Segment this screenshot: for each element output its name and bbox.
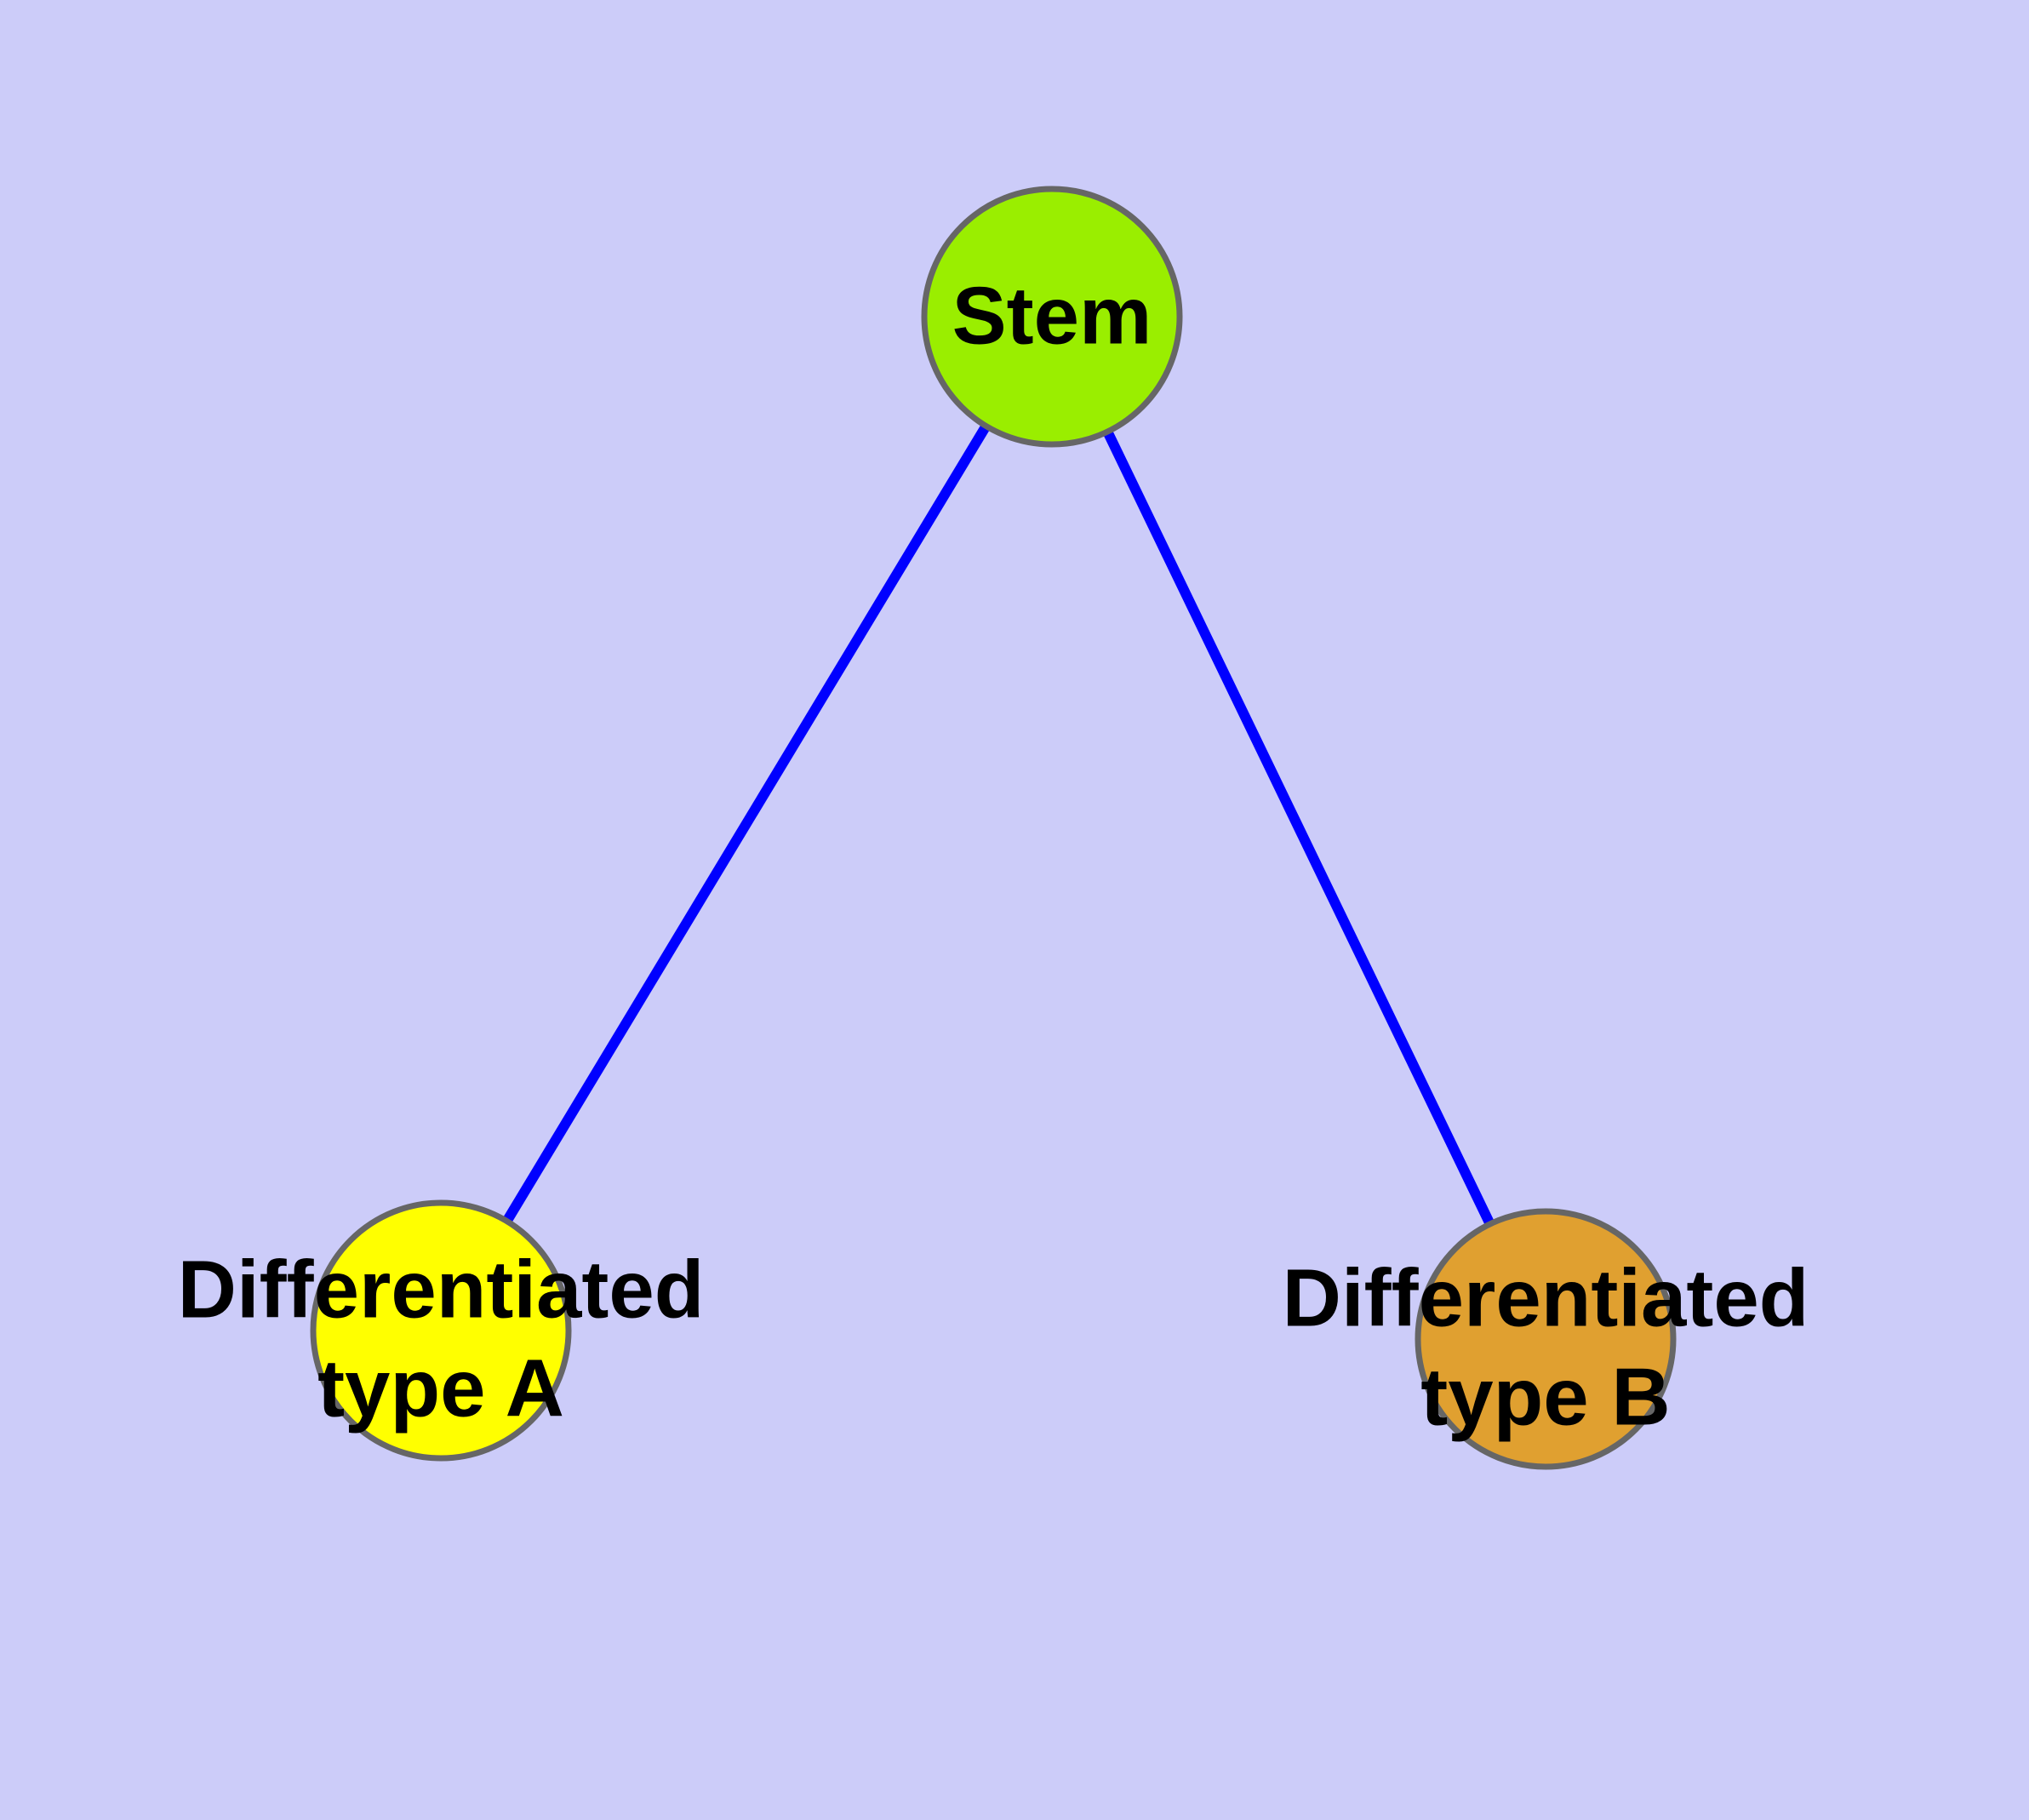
node-layer	[310, 186, 1677, 1470]
node-label-differentiated-type-b-line1: Differentiated	[1283, 1252, 1809, 1343]
label-layer: Stem Differentiated type A Differentiate…	[178, 270, 1809, 1442]
node-label-differentiated-type-a-line2: type A	[317, 1342, 564, 1434]
edge-layer	[436, 313, 1551, 1342]
node-label-differentiated-type-b-line2: type B	[1420, 1351, 1670, 1442]
edge-stem-to-differentiated-type-a[interactable]	[436, 313, 1057, 1334]
node-label-stem: Stem	[952, 270, 1152, 361]
node-circle-differentiated-type-b[interactable]	[1415, 1208, 1677, 1470]
node-label-differentiated-type-a-line1: Differentiated	[178, 1244, 705, 1335]
node-circle-stem[interactable]	[921, 186, 1183, 448]
edge-stem-to-differentiated-type-b[interactable]	[1047, 314, 1551, 1342]
node-circle-differentiated-type-a[interactable]	[310, 1199, 572, 1462]
